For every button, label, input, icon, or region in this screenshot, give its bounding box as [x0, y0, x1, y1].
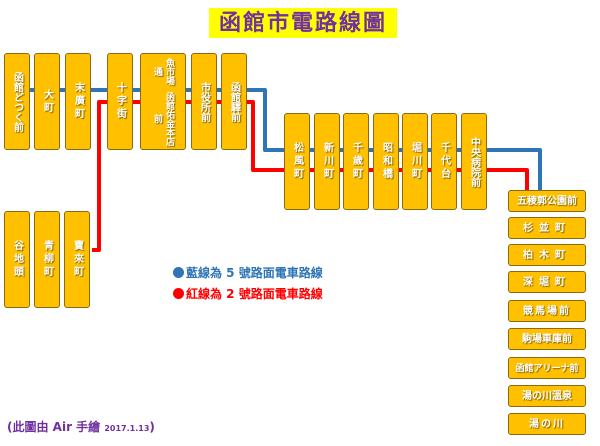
station-komaba-shako-mae: 駒場車庫前 [508, 328, 586, 350]
station-fukaboricho: 深堀町 [508, 271, 586, 293]
station-goryokaku-koen-mae: 五稜郭公園前 [508, 190, 586, 212]
station-suehirocho: 末廣町 [65, 53, 91, 150]
station-uoichiba-dori: 魚市場通 [152, 57, 174, 85]
station-hakodate-arena-mae: 函館アリーナ前 [508, 357, 586, 379]
station-matsukazecho: 松風町 [284, 113, 310, 210]
station-yachigashira: 谷地頭 [4, 211, 30, 308]
legend-line-2: 紅線為 2 號路面電車路線 [173, 285, 323, 302]
credit-close: ) [149, 420, 155, 434]
station-hakodate-sakiya: 函館佑金本店前 [152, 91, 174, 146]
author-credit: (此圖由 Air 手繪 2017.1.13) [7, 418, 155, 435]
station-chitosecho: 千歲町 [343, 113, 369, 210]
station-chuo-byoin-mae: 中央病院前 [461, 113, 487, 210]
station-shiyakusho-mae: 市役所前 [191, 53, 217, 150]
station-shinkawacho: 新川町 [314, 113, 340, 210]
red-dot-icon [173, 288, 184, 299]
legend-line-5-text: 藍線為 5 號路面電車路線 [186, 266, 323, 280]
station-omachi: 大町 [34, 53, 60, 150]
station-kashiwagicho: 柏木町 [508, 244, 586, 266]
credit-text: (此圖由 Air 手繪 [7, 420, 101, 434]
legend-line-5: 藍線為 5 號路面電車路線 [173, 264, 323, 281]
station-showabashi: 昭和橋 [373, 113, 399, 210]
station-keibajo-mae: 競馬場前 [508, 300, 586, 322]
station-horaicho: 寶來町 [64, 211, 90, 308]
station-horikawacho: 堀川町 [402, 113, 428, 210]
legend-line-2-text: 紅線為 2 號路面電車路線 [186, 287, 323, 301]
blue-dot-icon [173, 267, 184, 278]
credit-date: 2017.1.13 [104, 424, 150, 433]
map-title: 函館市電路線圖 [209, 8, 397, 38]
station-uoichiba-group: 魚市場通 函館佑金本店前 [140, 53, 186, 150]
station-yunokawa: 湯の川 [508, 413, 586, 435]
station-aoyagicho: 青柳町 [34, 211, 60, 308]
station-hakodate-eki-mae: 函館驛前 [221, 53, 247, 150]
station-suginamicho: 杉並町 [508, 217, 586, 239]
station-yunokawa-onsen: 湯の川溫泉 [508, 385, 586, 407]
station-hakodate-dokku-mae: 函館どつく前 [4, 53, 30, 150]
station-chiyogadai: 千代台 [431, 113, 457, 210]
station-jujigai: 十字街 [107, 53, 133, 150]
